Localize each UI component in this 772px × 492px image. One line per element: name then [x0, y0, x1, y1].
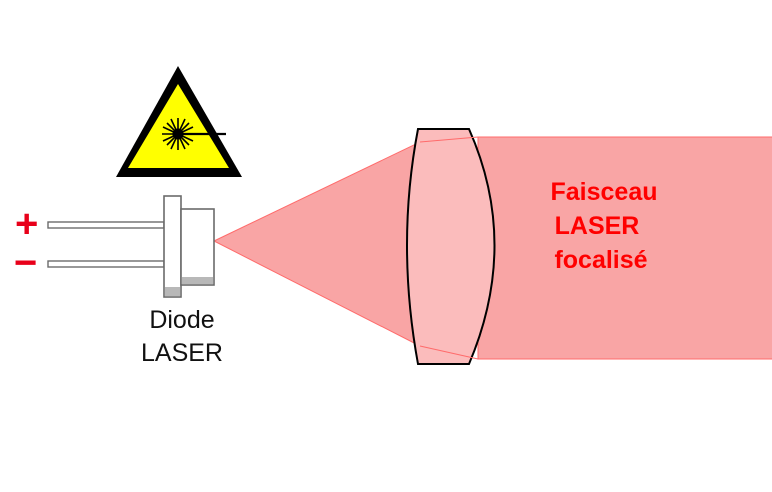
beam-label-line2: LASER — [555, 212, 640, 240]
diode-can — [180, 208, 215, 286]
minus-sign: − — [14, 241, 37, 285]
diode-leads — [47, 221, 165, 268]
diverging-beam-cone — [212, 141, 421, 347]
laser-warning-icon — [116, 66, 242, 177]
laser-diode — [163, 195, 215, 298]
beam-label-line3: focalisé — [554, 246, 647, 274]
diode-label-line1: Diode — [149, 306, 214, 334]
plus-sign: + — [15, 202, 38, 246]
focused-beam — [477, 136, 772, 360]
diode-flange — [163, 195, 182, 298]
beam-label-line1: Faisceau — [550, 178, 657, 206]
diode-label-line2: LASER — [141, 339, 223, 367]
converging-lens — [406, 128, 496, 365]
lens-beam-edge-top — [419, 136, 479, 143]
lens-beam-edge-bottom — [419, 345, 479, 360]
